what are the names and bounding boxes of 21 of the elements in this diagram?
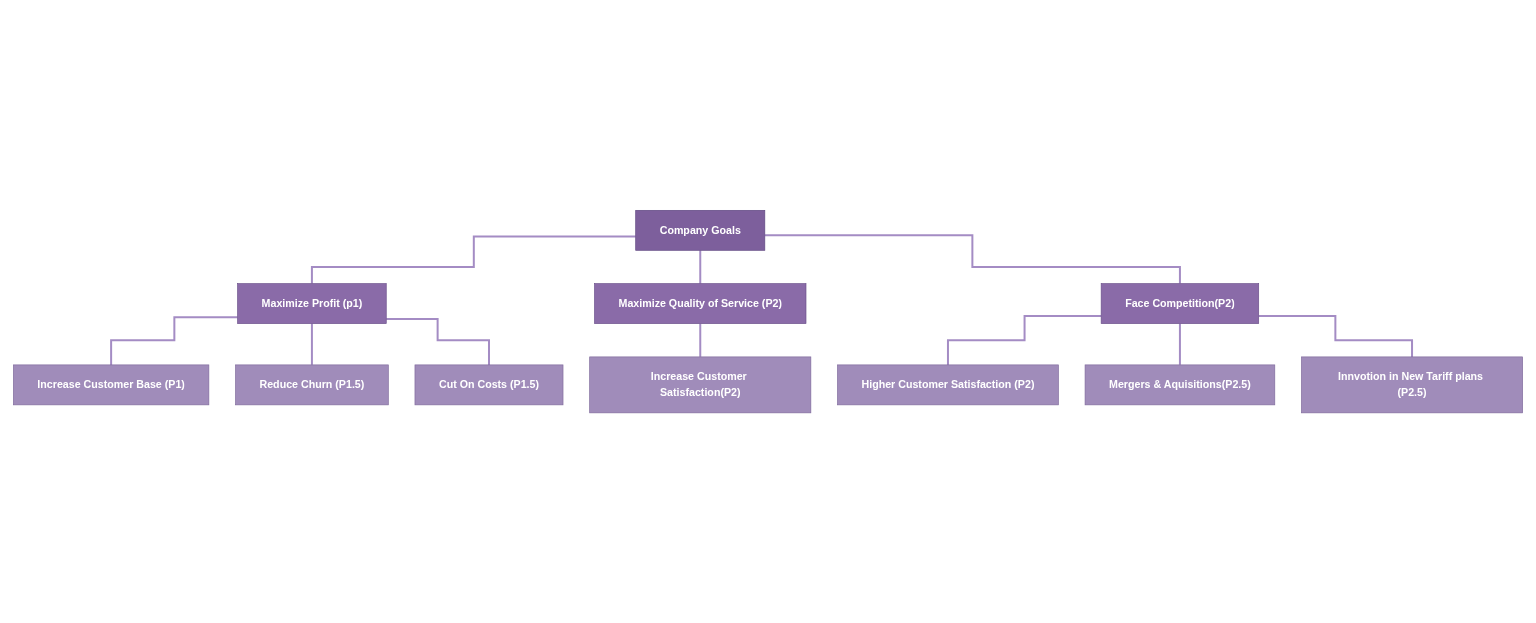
connector bbox=[1178, 322, 1181, 366]
connector bbox=[699, 249, 702, 285]
node-box: Reduce Churn (P1.5) bbox=[235, 364, 389, 406]
connector bbox=[310, 235, 637, 285]
node-box: Maximize Quality of Service (P2) bbox=[594, 283, 807, 324]
connector bbox=[310, 322, 313, 366]
connector bbox=[110, 316, 239, 366]
node-box: Higher Customer Satisfaction (P2) bbox=[837, 364, 1059, 406]
node-box: Company Goals bbox=[635, 209, 766, 251]
connector bbox=[1257, 314, 1414, 358]
node-box: Face Competition(P2) bbox=[1100, 283, 1260, 324]
connector bbox=[699, 322, 702, 358]
node-box: Cut On Costs (P1.5) bbox=[414, 364, 564, 406]
node-box: Mergers & Aquisitions(P2.5) bbox=[1084, 364, 1276, 406]
node-box: Maximize Profit (p1) bbox=[237, 283, 387, 324]
node-box: Increase Customer Base (P1) bbox=[13, 364, 210, 406]
connector bbox=[763, 234, 1181, 285]
node-box: Innvotion in New Tariff plans (P2.5) bbox=[1301, 356, 1523, 414]
connector bbox=[946, 314, 1103, 366]
node-box: Increase Customer Satisfaction(P2) bbox=[589, 356, 812, 414]
connector bbox=[385, 317, 490, 366]
